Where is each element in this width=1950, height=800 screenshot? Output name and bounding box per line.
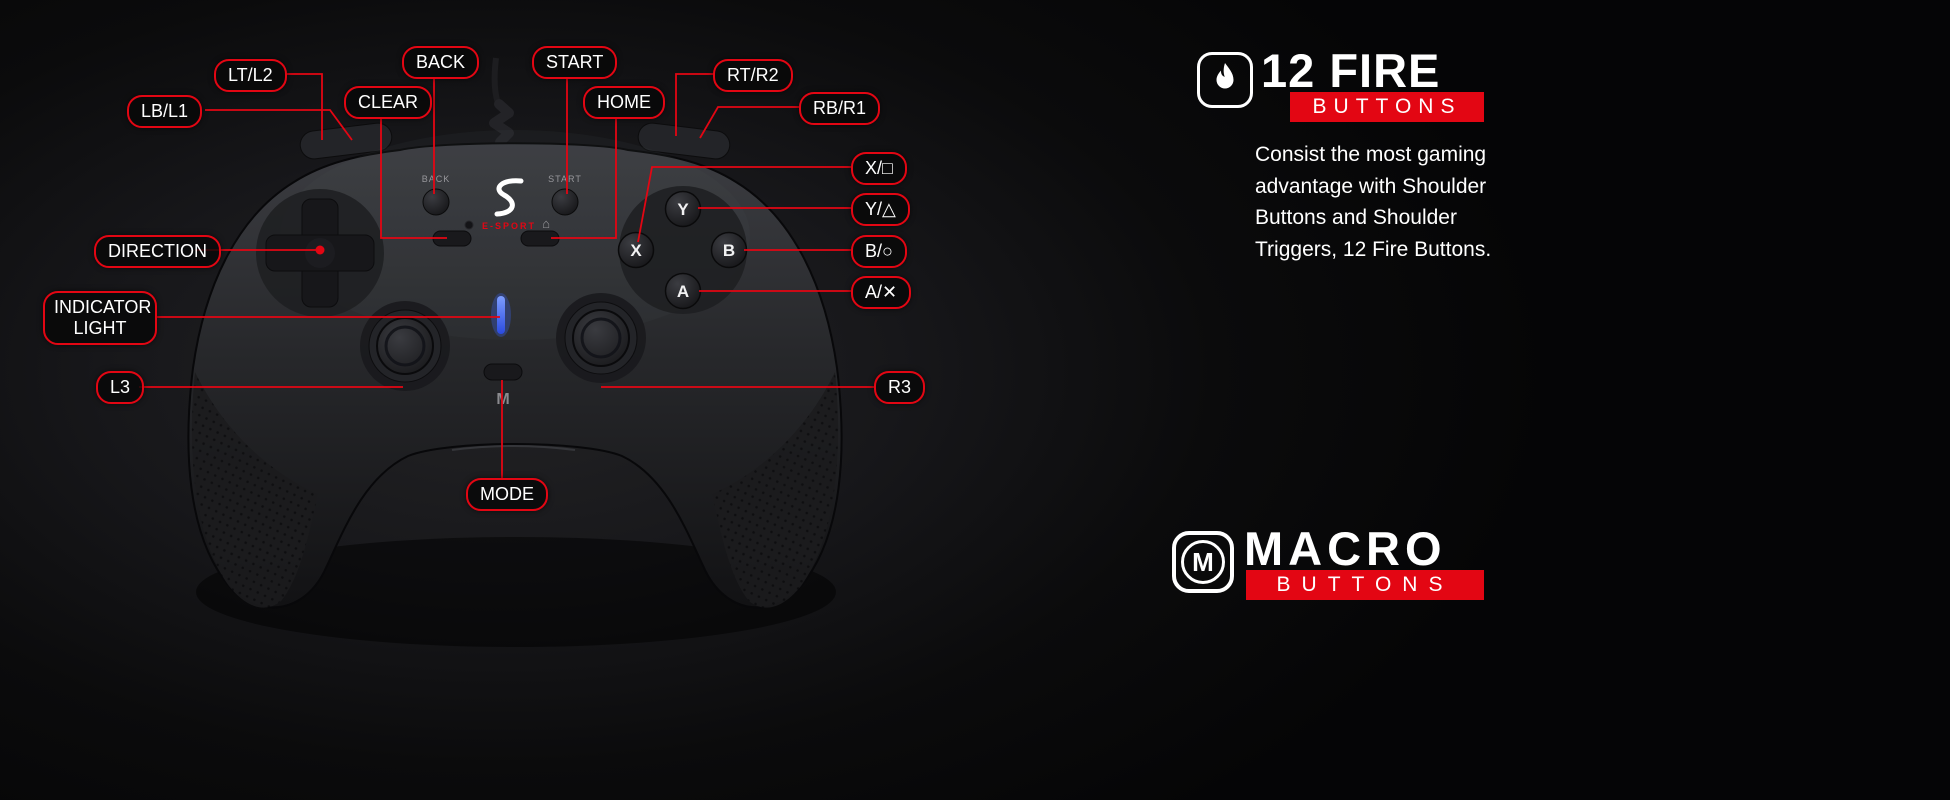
callout-rt-r2: RT/R2 [713,59,793,93]
y-button-label: Y [677,200,689,219]
left-stick [360,301,450,391]
leader-rb [699,106,799,139]
callout-indicator-light: INDICATOR LIGHT [43,291,157,346]
fire-description-line: Triggers, 12 Fire Buttons. [1255,237,1492,261]
x-button [617,231,655,269]
callout-home: HOME [583,86,665,120]
leader-clear [380,117,447,239]
macro-buttons-badge: BUTTONS [1246,570,1484,600]
callout-r3: R3 [874,371,926,405]
left-shoulder-button [299,122,393,160]
leader-lines [139,73,875,478]
callout-lb-l1: LB/L1 [127,95,203,129]
leader-lb [205,109,353,141]
callout-b-circle: B/○ [851,235,907,269]
callout-a-cross: A/✕ [851,276,912,310]
macro-title: MACRO [1244,522,1447,575]
macro-m-icon: M [1181,540,1225,584]
leader-x [637,166,851,243]
usb-cable [491,57,502,108]
callout-mode: MODE [466,478,548,512]
direction-dot [315,245,325,255]
fire-title: 12 FIRE [1261,44,1441,97]
fire-description: Consist the most gaming advantage with S… [1255,139,1491,265]
indicator-led [491,293,511,337]
x-button-label: X [630,241,642,260]
mode-button: M [483,363,523,408]
turbo-dot-button [464,220,474,230]
callout-l3: L3 [96,371,145,405]
cable-strain-relief-icon [489,99,514,147]
right-grip-texture [712,372,839,608]
callout-y-triangle: Y/△ [851,193,910,227]
brand-label: E-SPORT [482,221,536,231]
fire-description-line: Buttons and Shoulder [1255,206,1457,229]
fire-description-line: advantage with Shoulder [1255,174,1487,198]
start-button [551,188,579,216]
y-button [664,190,702,228]
leader-home [551,117,617,239]
macro-badge: M [1172,531,1234,593]
brand-logo: E-SPORT [482,178,536,231]
left-grip-texture [191,372,318,608]
start-button-label: START [548,174,582,184]
fire-description-line: Consist the most gaming [1255,143,1487,166]
callout-rb-r1: RB/R1 [799,92,881,126]
logo-s-icon [494,178,524,217]
callout-clear: CLEAR [344,86,433,120]
controller-shadow [196,537,836,647]
leader-rt [675,73,714,136]
home-icon: ⌂ [542,216,550,231]
callout-back: BACK [402,46,480,80]
mode-button-label: M [496,391,509,408]
right-stick [556,293,646,383]
fire-badge [1197,52,1253,108]
a-button-label: A [677,282,689,301]
callout-direction: DIRECTION [94,235,221,269]
right-shoulder-button [637,122,731,160]
leader-lt [287,73,323,140]
b-button-label: B [723,241,735,260]
callout-lt-l2: LT/L2 [214,59,287,93]
back-button-label: BACK [422,174,451,184]
flame-icon [1216,63,1234,89]
face-buttons: Y X B A [617,186,748,314]
bottom-seam [451,445,576,451]
back-button [422,188,450,216]
callout-x-square: X/□ [851,152,907,186]
fire-buttons-badge: BUTTONS [1290,92,1484,122]
callout-start: START [532,46,618,80]
